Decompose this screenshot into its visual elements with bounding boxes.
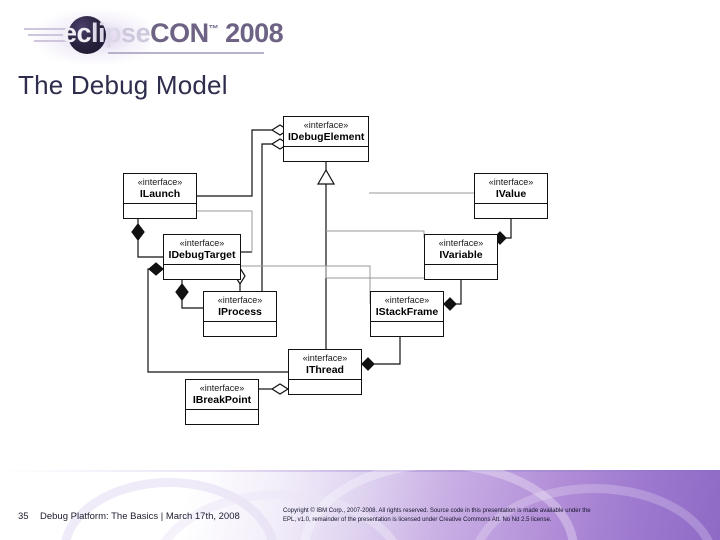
class-header: «interface» ILaunch bbox=[124, 174, 196, 204]
class-stereotype: «interface» bbox=[384, 295, 430, 305]
logo-wordmark: eclipseCON™ 2008 bbox=[62, 18, 284, 49]
uml-class-idebugelement[interactable]: «interface» IDebugElement bbox=[283, 116, 369, 162]
class-body bbox=[425, 265, 497, 279]
class-name: IThread bbox=[306, 364, 344, 376]
logo-text-se: se bbox=[121, 18, 151, 48]
class-header: «interface» IVariable bbox=[425, 235, 497, 265]
logo-streak-icon bbox=[24, 28, 66, 30]
class-body bbox=[371, 322, 443, 336]
slide-number: 35 bbox=[18, 511, 29, 522]
copyright-line-2: EPL, v1.0, remainder of the presentation… bbox=[283, 517, 552, 523]
class-body bbox=[164, 265, 240, 279]
class-stereotype: «interface» bbox=[137, 177, 183, 187]
class-stereotype: «interface» bbox=[302, 353, 348, 363]
class-body bbox=[204, 322, 276, 336]
eclipsecon-logo: eclipseCON™ 2008 bbox=[24, 8, 284, 64]
uml-class-ivalue[interactable]: «interface» IValue bbox=[474, 173, 548, 219]
uml-class-ivariable[interactable]: «interface» IVariable bbox=[424, 234, 498, 280]
logo-streak-icon bbox=[34, 40, 68, 42]
logo-text-con: CON bbox=[150, 18, 209, 48]
class-name: IBreakPoint bbox=[192, 394, 252, 406]
class-name: IVariable bbox=[439, 249, 483, 261]
trademark-icon: ™ bbox=[208, 24, 219, 35]
uml-class-ilaunch[interactable]: «interface» ILaunch bbox=[123, 173, 197, 219]
class-stereotype: «interface» bbox=[303, 120, 349, 130]
class-body bbox=[289, 380, 361, 394]
class-header: «interface» IDebugTarget bbox=[164, 235, 240, 265]
logo-text-lip: lip bbox=[91, 18, 122, 48]
class-body bbox=[124, 204, 196, 218]
class-header: «interface» IBreakPoint bbox=[186, 380, 258, 410]
class-body bbox=[284, 147, 368, 161]
uml-class-ibreakpoint[interactable]: «interface» IBreakPoint bbox=[185, 379, 259, 425]
class-body bbox=[475, 204, 547, 218]
class-name: IDebugTarget bbox=[168, 249, 236, 261]
footer-divider bbox=[0, 470, 720, 472]
slide-footer bbox=[0, 470, 720, 540]
class-body bbox=[186, 410, 258, 424]
class-name: IValue bbox=[495, 188, 527, 200]
uml-class-istackframe[interactable]: «interface» IStackFrame bbox=[370, 291, 444, 337]
class-stereotype: «interface» bbox=[217, 295, 263, 305]
eclipse-ball-icon bbox=[68, 16, 106, 54]
class-name: IStackFrame bbox=[375, 306, 439, 318]
footer-subtitle: Debug Platform: The Basics | March 17th,… bbox=[40, 511, 240, 522]
class-header: «interface» IProcess bbox=[204, 292, 276, 322]
class-header: «interface» IValue bbox=[475, 174, 547, 204]
uml-class-idebugtarget[interactable]: «interface» IDebugTarget bbox=[163, 234, 241, 280]
page-title: The Debug Model bbox=[18, 70, 228, 100]
class-stereotype: «interface» bbox=[438, 238, 484, 248]
class-name: IDebugElement bbox=[288, 131, 365, 143]
class-header: «interface» IDebugElement bbox=[284, 117, 368, 147]
logo-underline bbox=[108, 52, 264, 54]
class-name: ILaunch bbox=[139, 188, 181, 200]
uml-class-ithread[interactable]: «interface» IThread bbox=[288, 349, 362, 395]
class-name: IProcess bbox=[218, 306, 262, 318]
copyright-notice: Copyright © IBM Corp., 2007-2008. All ri… bbox=[283, 507, 713, 525]
copyright-line-1: Copyright © IBM Corp., 2007-2008. All ri… bbox=[283, 508, 591, 514]
class-stereotype: «interface» bbox=[199, 383, 245, 393]
uml-diagram: «interface» IDebugElement «interface» IL… bbox=[0, 108, 720, 453]
class-stereotype: «interface» bbox=[488, 177, 534, 187]
logo-text-year: 2008 bbox=[225, 18, 284, 48]
logo-streak-icon bbox=[28, 34, 68, 36]
logo-text-ec: ec bbox=[62, 18, 92, 48]
class-header: «interface» IStackFrame bbox=[371, 292, 443, 322]
uml-class-iprocess[interactable]: «interface» IProcess bbox=[203, 291, 277, 337]
class-header: «interface» IThread bbox=[289, 350, 361, 380]
class-stereotype: «interface» bbox=[179, 238, 225, 248]
